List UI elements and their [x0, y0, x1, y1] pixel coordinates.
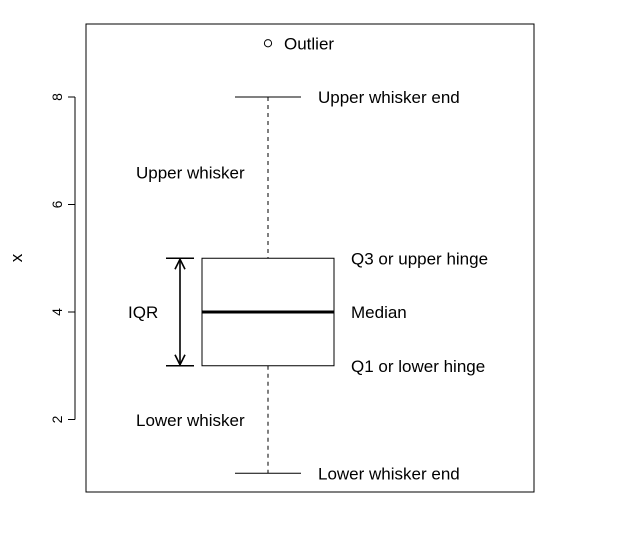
annotation-upper-whisker-end: Upper whisker end: [318, 88, 460, 107]
y-tick-label: 4: [49, 308, 65, 316]
y-tick-label: 2: [49, 415, 65, 423]
outlier-point: [263, 39, 273, 48]
y-tick-label: 6: [49, 200, 65, 208]
annotation-outlier: Outlier: [284, 34, 334, 53]
box-plot: [166, 39, 335, 474]
annotation-iqr: IQR: [128, 303, 158, 322]
plot-frame: [85, 23, 535, 493]
annotation-lower-whisker-end: Lower whisker end: [318, 464, 460, 483]
annotation-q1: Q1 or lower hinge: [351, 357, 485, 376]
annotations: Outlier Upper whisker end Upper whisker …: [128, 34, 488, 483]
annotation-lower-whisker: Lower whisker: [136, 411, 245, 430]
annotation-upper-whisker: Upper whisker: [136, 163, 245, 182]
y-tick-label: 8: [49, 93, 65, 101]
y-axis-label: x: [7, 253, 26, 262]
annotation-q3: Q3 or upper hinge: [351, 249, 488, 268]
annotation-median: Median: [351, 303, 407, 322]
y-axis: 2 4 6 8 x: [7, 93, 76, 423]
